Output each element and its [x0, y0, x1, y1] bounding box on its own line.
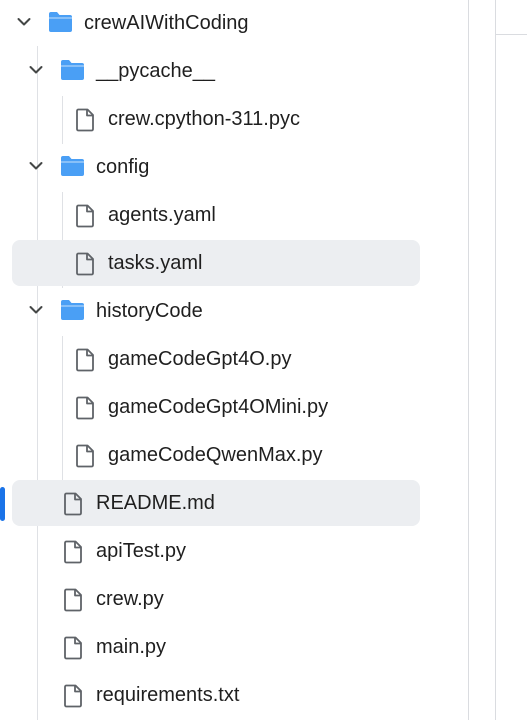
tree-label: crewAIWithCoding: [84, 12, 249, 34]
file-icon: [76, 204, 94, 228]
tree-file-gamecodegpt4o-py[interactable]: gameCodeGpt4O.py: [12, 336, 420, 382]
tree-label: apiTest.py: [96, 540, 187, 562]
tree-label: config: [96, 156, 150, 178]
file-icon: [76, 108, 94, 132]
tree-folder-crewaiwithcoding[interactable]: crewAIWithCoding: [12, 0, 420, 46]
tree-label: agents.yaml: [108, 204, 216, 226]
indent-guide-historycode-children: [62, 336, 63, 480]
file-icon: [64, 540, 82, 564]
tree-label: gameCodeGpt4O.py: [108, 348, 292, 370]
tree-file-readme-md[interactable]: README.md: [12, 480, 420, 526]
active-file-marker: [0, 487, 5, 521]
tree-file-apitest-py[interactable]: apiTest.py: [12, 528, 420, 574]
editor-pane: [469, 0, 527, 720]
tree-file-agents-yaml[interactable]: agents.yaml: [12, 192, 420, 238]
file-icon: [64, 684, 82, 708]
file-icon: [64, 588, 82, 612]
tree-folder-config[interactable]: config: [12, 144, 420, 190]
file-icon: [76, 252, 94, 276]
tree-file-tasks-yaml[interactable]: tasks.yaml: [12, 240, 420, 286]
tree-file-gamecodeqwenmax-py[interactable]: gameCodeQwenMax.py: [12, 432, 420, 478]
folder-icon: [49, 12, 72, 32]
file-tree: crewAIWithCoding __pycache__ crew.cpytho…: [0, 0, 420, 720]
tree-file-gamecodegpt4omini-py[interactable]: gameCodeGpt4OMini.py: [12, 384, 420, 430]
indent-guide-pycache-children: [62, 96, 63, 144]
tree-label: gameCodeQwenMax.py: [108, 444, 323, 466]
folder-icon: [61, 156, 84, 176]
chevron-down-icon[interactable]: [29, 161, 43, 171]
indent-guide-root: [37, 46, 38, 720]
tree-label: requirements.txt: [96, 684, 240, 706]
tree-label: gameCodeGpt4OMini.py: [108, 396, 329, 418]
tree-folder-pycache[interactable]: __pycache__: [12, 48, 420, 94]
tree-label: historyCode: [96, 300, 203, 322]
tree-label: tasks.yaml: [108, 252, 203, 274]
tree-file-crew-py[interactable]: crew.py: [12, 576, 420, 622]
pane-divider[interactable]: [468, 0, 469, 720]
chevron-down-icon[interactable]: [17, 17, 31, 27]
tree-label: README.md: [96, 492, 215, 514]
tree-folder-historycode[interactable]: historyCode: [12, 288, 420, 334]
file-icon: [64, 492, 82, 516]
chevron-down-icon[interactable]: [29, 305, 43, 315]
editor-panel-edge: [495, 0, 527, 720]
file-icon: [76, 348, 94, 372]
tree-label: main.py: [96, 636, 167, 658]
tree-label: crew.py: [96, 588, 164, 610]
tree-label: crew.cpython-311.pyc: [108, 108, 300, 130]
file-icon: [76, 444, 94, 468]
tree-label: __pycache__: [96, 60, 215, 82]
tree-file-crew-cpython-311-pyc[interactable]: crew.cpython-311.pyc: [12, 96, 420, 142]
file-icon: [64, 636, 82, 660]
folder-icon: [61, 60, 84, 80]
tree-file-requirements-txt[interactable]: requirements.txt: [12, 672, 420, 718]
chevron-down-icon[interactable]: [29, 65, 43, 75]
file-icon: [76, 396, 94, 420]
tree-file-main-py[interactable]: main.py: [12, 624, 420, 670]
editor-tab-strip: [496, 0, 527, 35]
folder-icon: [61, 300, 84, 320]
